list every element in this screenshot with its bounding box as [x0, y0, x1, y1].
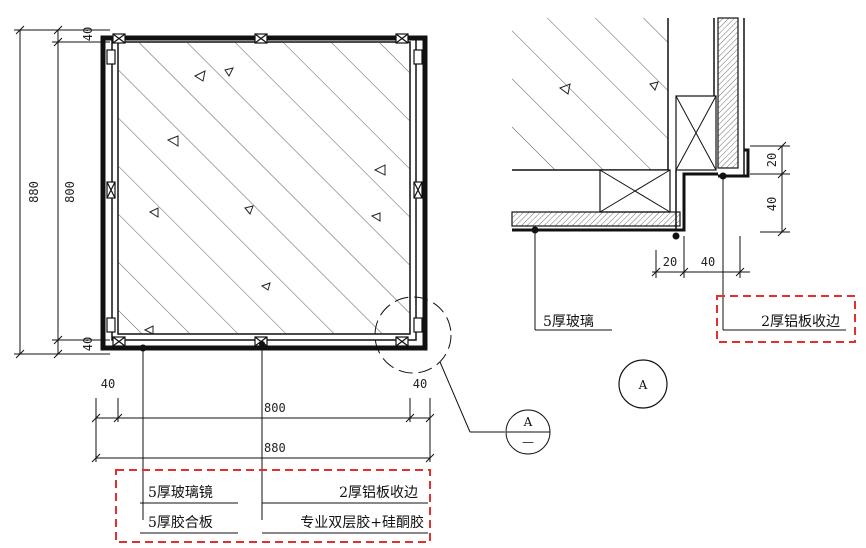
- label-detail-glass: 5厚玻璃: [543, 313, 594, 330]
- dim-bottom-right-40: 40: [413, 377, 427, 391]
- mirror-face-hatch: [118, 42, 410, 334]
- detail-reference-letter: A: [523, 415, 533, 429]
- dim-bottom-800: 800: [264, 401, 286, 415]
- material-note-box: [115, 469, 431, 543]
- detail-title-letter: A: [638, 378, 648, 392]
- label-plywood: 5厚胶合板: [148, 514, 213, 531]
- spacer-blocks: [106, 33, 423, 347]
- dim-detail-20-horizontal: 20: [663, 255, 677, 269]
- dim-detail-40-horizontal: 40: [701, 255, 715, 269]
- dim-left-top-40: 40: [81, 27, 95, 41]
- dim-left-bottom-40: 40: [81, 337, 95, 351]
- bottom-dimensions: [91, 398, 435, 463]
- label-glass-mirror: 5厚玻璃镜: [148, 484, 213, 501]
- detail-note-box: [716, 295, 856, 343]
- detail-title-bubble: [618, 359, 668, 409]
- concrete-aggregate-marks: [143, 67, 386, 335]
- dim-left-880: 880: [27, 181, 41, 203]
- detail-dot-corner: [672, 232, 680, 240]
- detail-a: [511, 17, 846, 331]
- dim-bottom-880: 880: [264, 441, 286, 455]
- left-dimensions: [14, 25, 110, 359]
- mirror-elevation: [100, 33, 505, 520]
- label-adhesive: 专业双层胶+硅酮胶: [300, 514, 424, 531]
- dim-detail-40-vertical: 40: [765, 197, 779, 211]
- dim-left-800: 800: [63, 181, 77, 203]
- detail-glass-layer: [511, 211, 681, 227]
- detail-reference-sheet: —: [522, 435, 534, 449]
- label-aluminum-trim: 2厚铝板收边: [339, 485, 418, 501]
- detail-dimensions: [651, 141, 790, 278]
- dim-bottom-left-40: 40: [101, 377, 115, 391]
- detail-wall-layer: [717, 17, 739, 169]
- detail-callout-circle: [374, 296, 452, 374]
- label-detail-aluminum: 2厚铝板收边: [761, 314, 840, 330]
- dim-detail-20-vertical: 20: [765, 153, 779, 167]
- detail-panel-face: [512, 18, 668, 170]
